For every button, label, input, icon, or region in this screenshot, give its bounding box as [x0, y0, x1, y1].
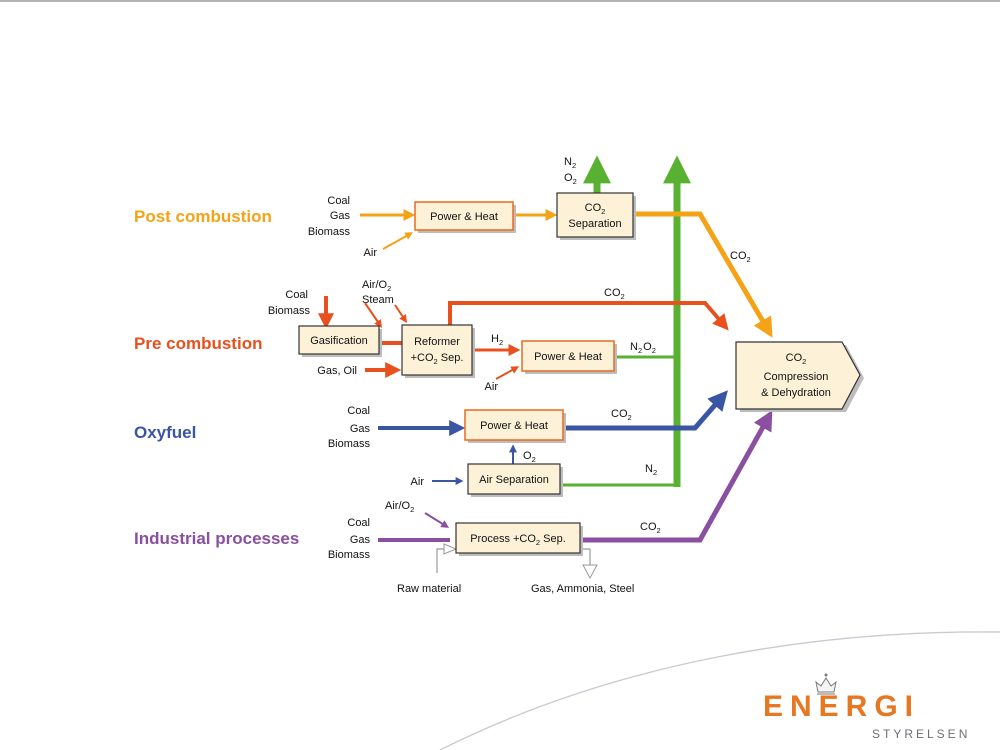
pre-co2-label: CO2 — [604, 287, 625, 301]
n2-label: N2 — [645, 463, 657, 477]
products-label: Gas, Ammonia, Steel — [531, 583, 634, 595]
post-power-heat-label: Power & Heat — [430, 211, 498, 223]
co2-separation-label-2: Separation — [568, 218, 621, 230]
post-air-arrow — [382, 232, 414, 250]
category-oxyfuel: Oxyfuel — [134, 423, 196, 442]
products-arrowhead — [582, 564, 598, 580]
pre-coal-label: Coal — [285, 289, 308, 301]
pre-airo2-label: Air/O2 — [362, 279, 391, 293]
pre-power-heat-box — [521, 340, 615, 372]
pre-co2-flow — [448, 301, 729, 331]
ind-air-arrow — [424, 512, 450, 528]
air-separation-label: Air Separation — [479, 474, 549, 486]
pre-air2-arrow — [495, 366, 520, 380]
post-co2-label: CO2 — [730, 250, 751, 264]
pre-power-heat-label: Power & Heat — [534, 351, 602, 363]
ind-airo2-label: Air/O2 — [385, 500, 414, 514]
pre-gasoil-label: Gas, Oil — [317, 365, 357, 377]
oxy-co2-flow — [565, 390, 728, 431]
process-co2-sep-box — [455, 522, 581, 554]
post-coal-label: Coal — [327, 195, 350, 207]
pre-air2-label: Air — [485, 381, 499, 393]
gasification-label: Gasification — [310, 335, 367, 347]
oxy-co2-label: CO2 — [611, 408, 632, 422]
post-power-heat-box — [414, 201, 514, 231]
oxy-air-label: Air — [411, 476, 425, 488]
oxy-coal-label: Coal — [347, 405, 370, 417]
pre-air-arrow-1 — [364, 302, 383, 328]
gasification-box — [298, 325, 380, 355]
raw-material-arrowhead — [443, 543, 458, 555]
raw-material-label: Raw material — [397, 583, 461, 595]
category-post-combustion: Post combustion — [134, 207, 272, 226]
ind-co2-flow — [581, 410, 773, 543]
reformer-box — [401, 324, 473, 376]
crown-icon — [815, 673, 837, 695]
oxy-power-heat-box — [464, 409, 564, 441]
pre-biomass-label: Biomass — [268, 305, 311, 317]
pre-steam-label: Steam — [362, 294, 394, 306]
oxy-biomass-label: Biomass — [328, 438, 371, 450]
decorative-swoosh — [439, 631, 1000, 750]
pre-air-arrow-2 — [394, 304, 407, 323]
h2-label: H2 — [491, 333, 503, 347]
oxy-power-heat-label: Power & Heat — [480, 420, 548, 432]
ind-co2-label: CO2 — [640, 521, 661, 535]
ind-coal-label: Coal — [347, 517, 370, 529]
category-pre-combustion: Pre combustion — [134, 334, 262, 353]
co2-separation-label-1: CO2 — [585, 202, 606, 216]
vent-o2-label: O2 — [564, 172, 577, 186]
post-gas-label: Gas — [330, 210, 351, 222]
ind-gas-label: Gas — [350, 534, 371, 546]
logo-word: ENERGI — [763, 690, 920, 723]
reformer-label-1: Reformer — [414, 336, 460, 348]
compression-label-2: Compression — [764, 371, 829, 383]
post-co2-flow — [635, 211, 773, 338]
air-separation-box — [467, 463, 561, 495]
compression-label-3: & Dehydration — [761, 387, 831, 399]
process-co2-sep-label: Process +CO2 Sep. — [470, 533, 566, 547]
products-arrow — [581, 548, 591, 566]
logo-subword: STYRELSEN — [872, 727, 970, 741]
pre-n2o2-label: N2O2 — [630, 341, 656, 355]
oxy-gas-label: Gas — [350, 423, 371, 435]
co2-compression-box — [735, 341, 861, 410]
co2-separation-box — [556, 192, 634, 238]
post-air-label: Air — [364, 247, 378, 259]
post-biomass-label: Biomass — [308, 226, 351, 238]
vent-n2-label: N2 — [564, 156, 576, 170]
ind-biomass-label: Biomass — [328, 549, 371, 561]
category-industrial-processes: Industrial processes — [134, 529, 299, 548]
reformer-label-2: +CO2 Sep. — [411, 352, 464, 366]
energistyrelsen-logo: ENERGI STYRELSEN — [763, 673, 970, 741]
compression-label-1: CO2 — [786, 352, 807, 366]
o2-label: O2 — [523, 450, 536, 464]
